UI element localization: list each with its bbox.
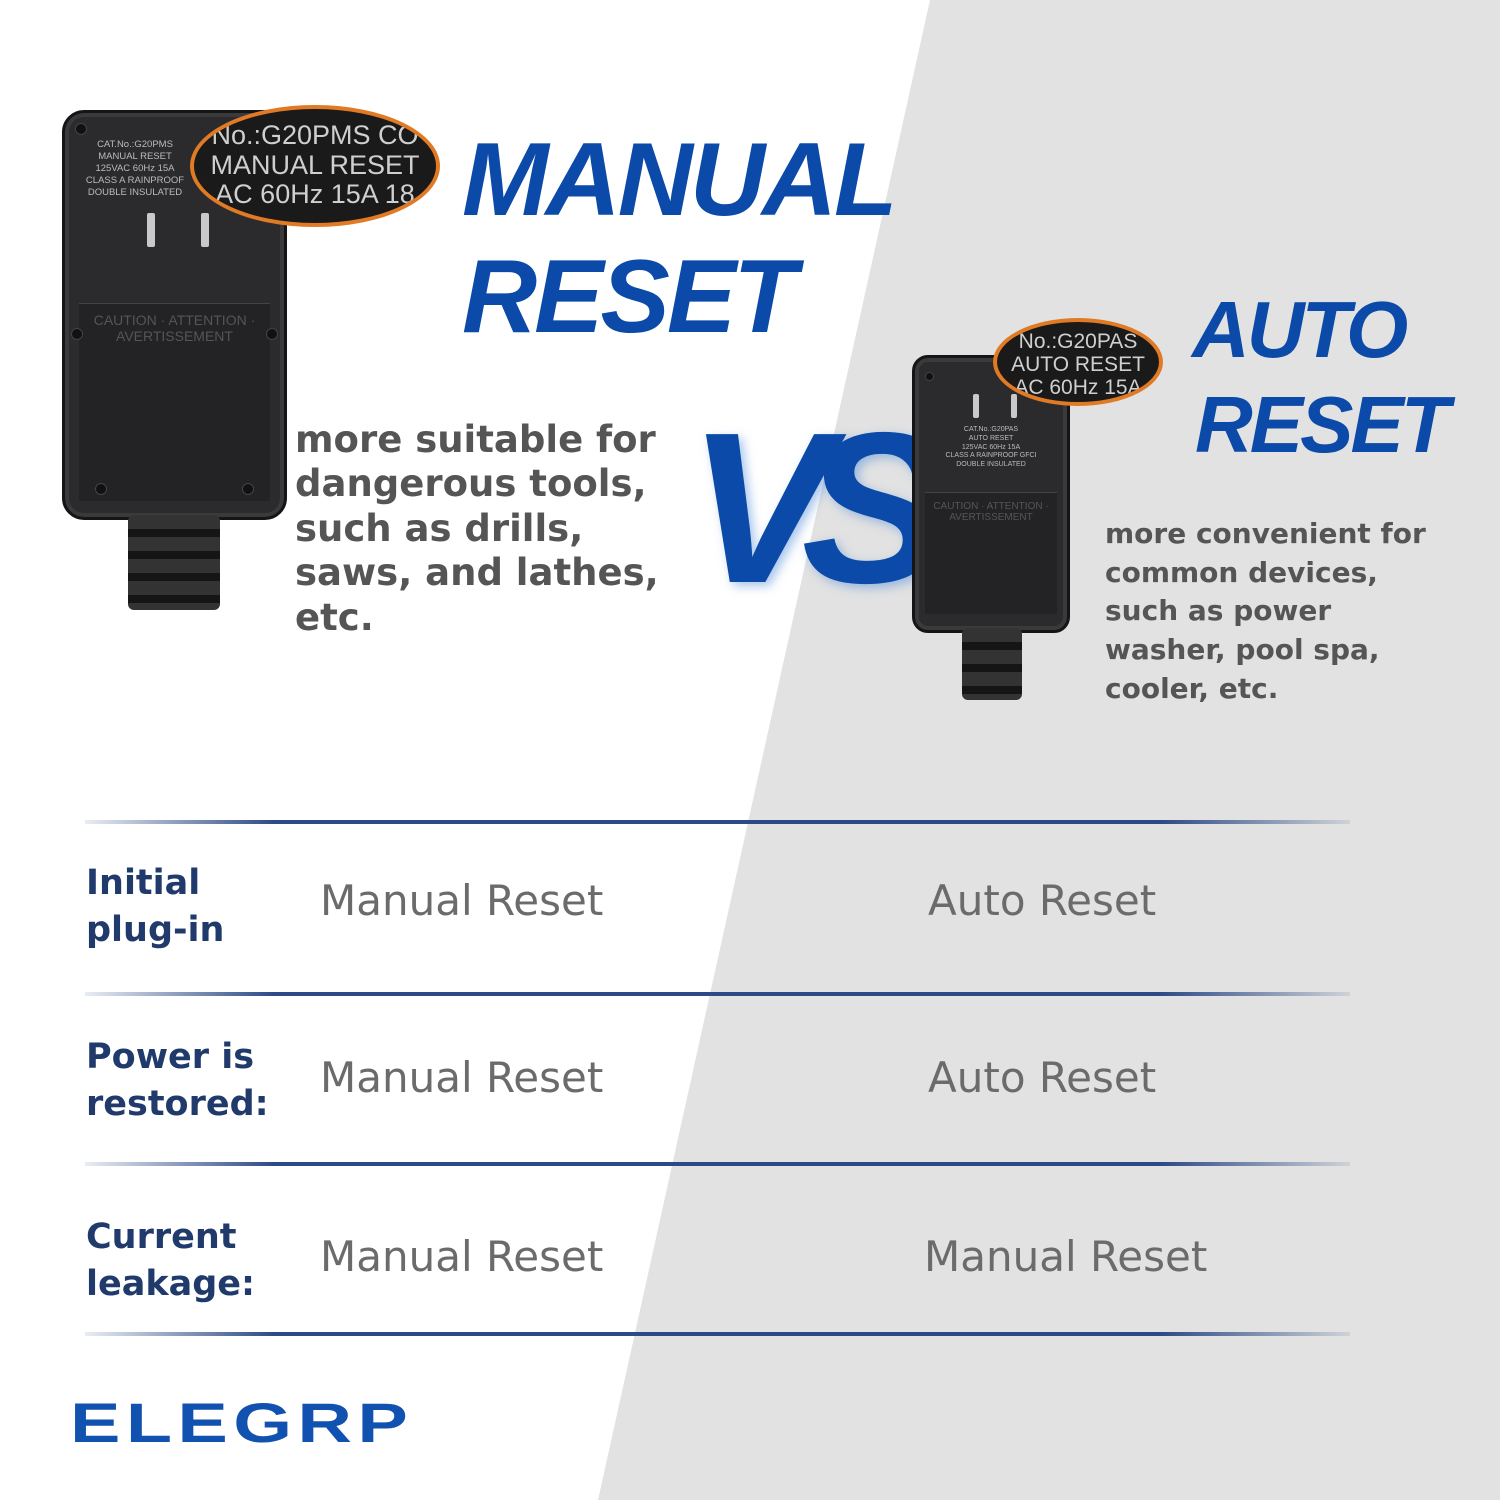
auto-value-power-restored: Auto Reset: [928, 1053, 1157, 1102]
cover-warning-text: CAUTION · ATTENTION · AVERTISSEMENT: [933, 501, 1049, 523]
screw-icon: [266, 328, 278, 340]
lens-text-line: AC 60Hz 15A 18: [215, 179, 415, 210]
device-cover: CAUTION · ATTENTION · AVERTISSEMENT: [79, 303, 270, 501]
screw-icon: [75, 123, 87, 135]
lens-text-line: MANUAL RESET: [210, 149, 420, 180]
device-cover: CAUTION · ATTENTION · AVERTISSEMENT: [925, 492, 1057, 614]
lens-text-line: AUTO RESET: [1011, 353, 1145, 377]
device-label-text: CAT.No.:G20PMS MANUAL RESET 125VAC 60Hz …: [85, 139, 185, 198]
cord-strain-relief: [128, 515, 220, 610]
manual-value-power-restored: Manual Reset: [320, 1053, 604, 1102]
auto-reset-title-line2: RESET: [1195, 380, 1450, 469]
lens-text-line: No.:G20PMS CO: [211, 120, 419, 150]
plug-prong: [147, 213, 155, 247]
row-label-current-leakage: Current leakage:: [86, 1217, 256, 1305]
auto-label-magnifier: No.:G20PAS AUTO RESET AC 60Hz 15A: [993, 318, 1163, 406]
auto-value-initial-plug-in: Auto Reset: [928, 876, 1157, 925]
manual-value-current-leakage: Manual Reset: [320, 1232, 604, 1281]
screw-icon: [925, 372, 934, 381]
plug-prong: [201, 213, 209, 247]
manual-reset-title-line2: RESET: [462, 239, 797, 355]
auto-reset-gfci-device: CAT.No.:G20PAS AUTO RESET 125VAC 60Hz 15…: [912, 355, 1070, 633]
row-label-power-restored: Power is restored:: [86, 1037, 269, 1125]
vs-label: VS: [688, 400, 945, 615]
cord-strain-relief: [962, 628, 1022, 700]
screw-icon: [95, 483, 107, 495]
plug-prong: [973, 394, 979, 418]
manual-label-magnifier: No.:G20PMS CO MANUAL RESET AC 60Hz 15A 1…: [190, 105, 440, 227]
auto-reset-title-line1: AUTO: [1192, 285, 1408, 374]
table-divider: [85, 1162, 1350, 1166]
table-divider: [85, 1332, 1350, 1336]
screw-icon: [71, 328, 83, 340]
table-divider: [85, 992, 1350, 996]
device-label-text: CAT.No.:G20PAS AUTO RESET 125VAC 60Hz 15…: [945, 426, 1037, 468]
vs-text: VS: [688, 387, 945, 628]
manual-value-initial-plug-in: Manual Reset: [320, 876, 604, 925]
plug-prong: [1011, 394, 1017, 418]
manual-reset-title-line1: MANUAL: [462, 122, 898, 238]
cover-warning-text: CAUTION · ATTENTION · AVERTISSEMENT: [93, 312, 256, 344]
table-divider: [85, 820, 1350, 824]
elegrp-logo: ELEGRP: [70, 1391, 414, 1454]
lens-text-line: AC 60Hz 15A: [1014, 376, 1142, 400]
row-label-initial-plug-in: Initial plug-in: [86, 863, 225, 951]
screw-icon: [242, 483, 254, 495]
auto-value-current-leakage: Manual Reset: [924, 1232, 1208, 1281]
lens-text-line: No.:G20PAS: [1018, 330, 1138, 353]
auto-reset-description: more convenient for common devices, such…: [1105, 517, 1426, 705]
manual-reset-description: more suitable for dangerous tools, such …: [295, 418, 659, 639]
